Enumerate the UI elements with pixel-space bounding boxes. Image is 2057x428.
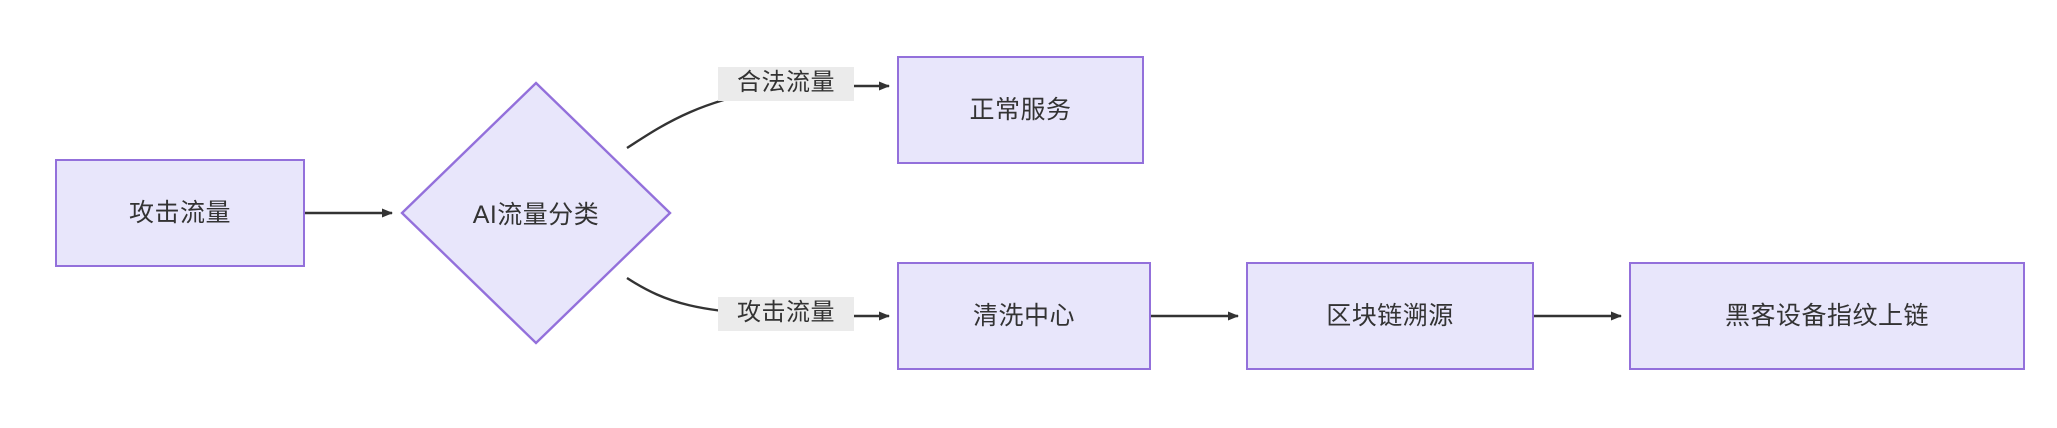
diamond-icon bbox=[400, 81, 672, 345]
node-scrubbing-center[interactable]: 清洗中心 bbox=[897, 262, 1151, 370]
node-normal-service[interactable]: 正常服务 bbox=[897, 56, 1144, 164]
node-label-scrubbing-center: 清洗中心 bbox=[972, 302, 1075, 330]
node-label-blockchain-traceability: 区块链溯源 bbox=[1326, 302, 1454, 330]
edge-label-legitimate-traffic: 合法流量 bbox=[718, 67, 854, 101]
node-label-normal-service: 正常服务 bbox=[969, 96, 1072, 124]
node-label-attack-traffic: 攻击流量 bbox=[128, 199, 231, 227]
node-ai-traffic-classification[interactable]: AI流量分类 bbox=[400, 81, 672, 345]
node-label-hacker-fingerprint-onchain: 黑客设备指纹上链 bbox=[1724, 302, 1929, 330]
edge-label-attack-traffic: 攻击流量 bbox=[718, 297, 854, 331]
node-label-ai-traffic-classification: AI流量分类 bbox=[472, 201, 600, 229]
node-blockchain-traceability[interactable]: 区块链溯源 bbox=[1246, 262, 1534, 370]
node-hacker-fingerprint-onchain[interactable]: 黑客设备指纹上链 bbox=[1629, 262, 2025, 370]
node-attack-traffic[interactable]: 攻击流量 bbox=[55, 159, 305, 267]
